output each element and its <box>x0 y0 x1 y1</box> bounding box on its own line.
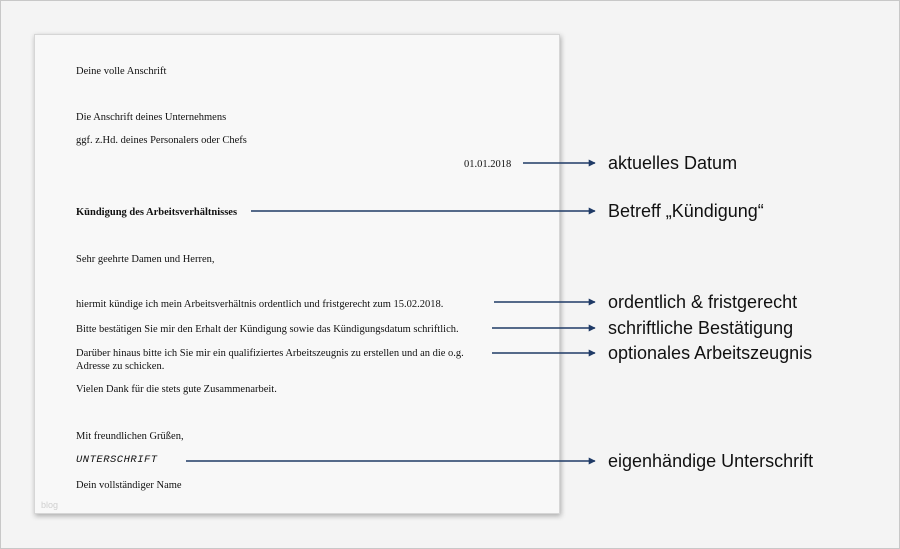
watermark: blog <box>41 500 59 510</box>
body-line-reference-1: Darüber hinaus bitte ich Sie mir ein qua… <box>76 348 464 359</box>
body-line-thanks: Vielen Dank für die stets gute Zusammena… <box>76 384 277 395</box>
body-line-confirmation: Bitte bestätigen Sie mir den Erhalt der … <box>76 324 459 335</box>
letter-page: Deine volle Anschrift Die Anschrift dein… <box>34 34 560 514</box>
sender-address: Deine volle Anschrift <box>76 66 167 77</box>
letter-salutation: Sehr geehrte Damen und Herren, <box>76 254 215 265</box>
annotation-subject: Betreff „Kündigung“ <box>608 201 764 221</box>
letter-subject: Kündigung des Arbeitsverhältnisses <box>76 207 238 218</box>
letter-date: 01.01.2018 <box>464 159 512 170</box>
company-address: Die Anschrift deines Unternehmens <box>76 112 227 123</box>
annotation-confirmation: schriftliche Bestätigung <box>608 318 794 338</box>
signature-placeholder: UNTERSCHRIFT <box>76 454 158 466</box>
body-line-termination: hiermit kündige ich mein Arbeitsverhältn… <box>76 299 444 310</box>
full-name: Dein vollständiger Name <box>76 480 182 491</box>
annotation-signature: eigenhändige Unterschrift <box>608 451 814 471</box>
body-line-reference-2: Adresse zu schicken. <box>76 361 165 372</box>
annotation-reference: optionales Arbeitszeugnis <box>608 343 813 363</box>
letter-closing: Mit freundlichen Grüßen, <box>76 431 184 442</box>
annotation-ordinary: ordentlich & fristgerecht <box>608 292 798 312</box>
attention-line: ggf. z.Hd. deines Personalers oder Chefs <box>76 135 247 146</box>
annotation-date: aktuelles Datum <box>608 153 738 173</box>
